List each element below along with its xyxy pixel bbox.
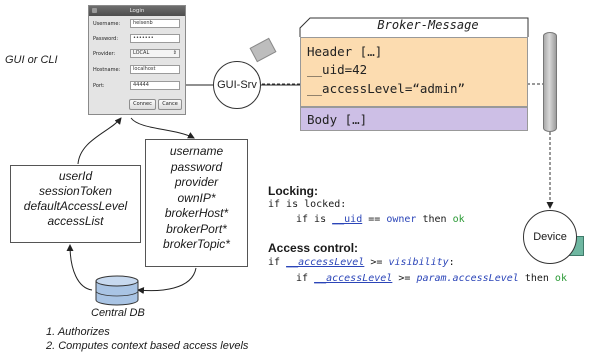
username-label: Username: <box>93 21 121 27</box>
login-creds-arrow <box>130 117 195 139</box>
login-titlebar: Login <box>89 6 185 16</box>
password-label: Password: <box>93 36 119 42</box>
session-field: accessList <box>47 214 104 228</box>
close-icon[interactable] <box>92 8 97 13</box>
session-field: userId <box>58 169 93 183</box>
access-line-1: if __accessLevel >= visibility: <box>268 257 455 268</box>
credential-field: password <box>170 159 223 174</box>
credential-field: brokerPort* <box>166 221 227 236</box>
broker-frame <box>299 17 529 37</box>
hostname-label: Hostname: <box>93 67 121 73</box>
gui-srv-node: GUI-Srv <box>213 61 261 109</box>
uid-field: __uid=42 <box>307 62 368 77</box>
locking-line-2: if is __uid == owner then ok <box>296 214 465 225</box>
credential-field: provider <box>174 175 219 189</box>
device-node: Device <box>523 210 577 264</box>
broker-message-title: Broker-Message <box>377 18 479 32</box>
session-field: sessionToken <box>39 184 112 198</box>
header-label: Header […] <box>307 44 383 59</box>
connect-button[interactable]: Connec <box>129 99 156 110</box>
db-session-arrow <box>66 244 93 291</box>
hostname-field[interactable]: localhost <box>130 65 180 74</box>
note-1: 1. Authorizes <box>46 326 110 338</box>
provider-select[interactable]: LOCAL ⇕ <box>130 49 180 58</box>
access-heading: Access control: <box>268 241 359 255</box>
provider-value: LOCAL <box>133 50 150 56</box>
port-field[interactable]: 44444 <box>130 81 180 90</box>
creds-db-arrow <box>137 267 197 295</box>
note-2: 2. Computes context based access levels <box>46 340 249 352</box>
login-title: Login <box>129 8 145 14</box>
port-label: Port: <box>93 83 105 89</box>
cancel-button[interactable]: Cance <box>158 99 182 110</box>
password-field[interactable]: ••••••• <box>130 34 180 43</box>
session-field: defaultAccessLevel <box>23 199 128 213</box>
access-level-field: __accessLevel=“admin” <box>307 81 466 96</box>
username-field[interactable]: heisenb <box>130 19 180 28</box>
gui-cli-label: GUI or CLI <box>5 54 58 66</box>
locking-line-1: if is locked: <box>268 199 347 210</box>
locking-heading: Locking: <box>268 184 318 198</box>
credential-field: brokerTopic* <box>163 237 230 251</box>
body-label: Body […] <box>307 112 368 127</box>
credential-field: ownIP* <box>177 190 216 205</box>
credential-field: username <box>169 144 224 158</box>
login-dialog: Login Username: heisenb Password: ••••••… <box>88 5 186 115</box>
session-box: userId sessionToken defaultAccessLevel a… <box>10 165 141 243</box>
broker-body-section: Body […] <box>300 107 528 131</box>
broker-header-section: Header […] __uid=42 __accessLevel=“admin… <box>300 37 528 107</box>
session-login-arrow <box>77 117 122 165</box>
db-label: Central DB <box>91 307 145 319</box>
credential-field: brokerHost* <box>164 206 229 220</box>
credentials-box: username password provider ownIP* broker… <box>145 139 248 267</box>
access-line-2: if __accessLevel >= param.accessLevel th… <box>296 273 567 284</box>
updown-arrow-icon: ⇕ <box>172 50 177 56</box>
database-icon <box>95 275 139 306</box>
message-bus-pipe <box>543 32 557 132</box>
provider-label: Provider: <box>93 51 116 57</box>
